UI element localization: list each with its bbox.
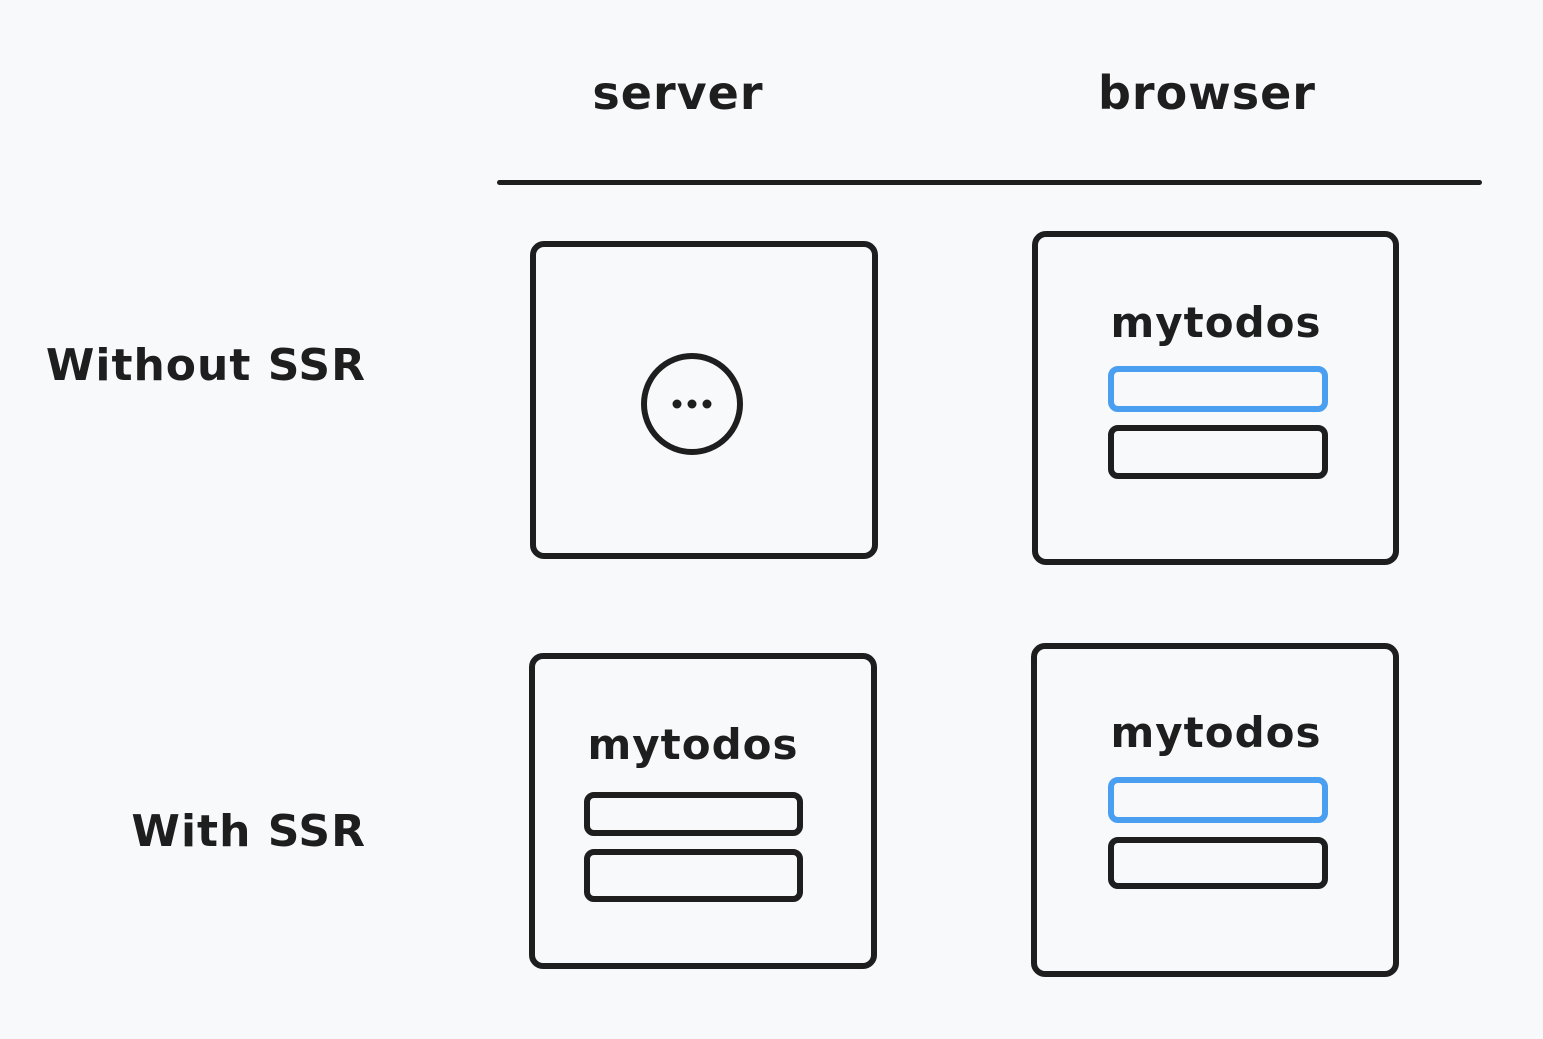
loading-dot — [672, 399, 682, 409]
loading-dots-icon — [641, 353, 743, 455]
row-label-without-ssr: Without SSR — [45, 340, 366, 391]
app-title: mytodos — [1110, 298, 1322, 347]
todo-input-focused[interactable] — [1108, 777, 1328, 823]
column-header-server: server — [592, 66, 764, 120]
column-header-browser: browser — [1098, 66, 1316, 120]
app-title: mytodos — [1110, 708, 1322, 757]
todo-input[interactable] — [1108, 425, 1328, 479]
todo-input[interactable] — [584, 792, 803, 836]
todo-input-focused[interactable] — [1108, 366, 1328, 412]
todo-input[interactable] — [1108, 837, 1328, 889]
todo-input[interactable] — [584, 849, 803, 902]
panel-with-ssr-server — [529, 653, 877, 969]
panel-without-ssr-browser — [1032, 231, 1399, 565]
app-title: mytodos — [587, 720, 799, 769]
panel-with-ssr-browser — [1031, 643, 1399, 977]
panel-without-ssr-server — [530, 241, 878, 559]
header-divider — [497, 180, 1482, 185]
loading-dot — [687, 399, 697, 409]
row-label-with-ssr: With SSR — [131, 806, 366, 857]
loading-dot — [702, 399, 712, 409]
